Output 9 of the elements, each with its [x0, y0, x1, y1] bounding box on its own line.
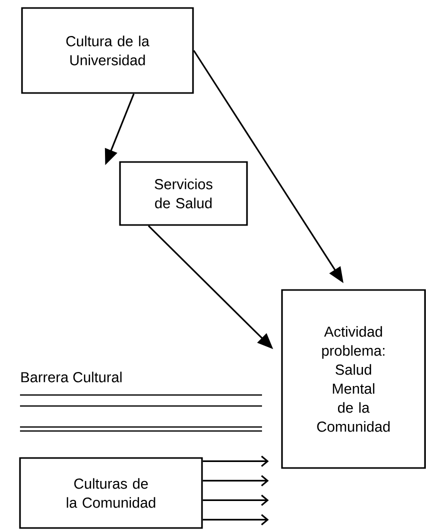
arrow: [202, 514, 269, 526]
box: Culturas de la Comunidad: [19, 457, 203, 529]
box: Actividad problema: Salud Mental de la Comunidad: [281, 289, 426, 469]
box: Servicios de Salud: [119, 161, 248, 226]
barrier-label: Barrera Cultural: [21, 372, 122, 382]
arrow: [202, 475, 269, 486]
arrow: [202, 456, 269, 467]
arrow: [202, 494, 269, 506]
box: Cultura de la Universidad: [21, 7, 194, 94]
